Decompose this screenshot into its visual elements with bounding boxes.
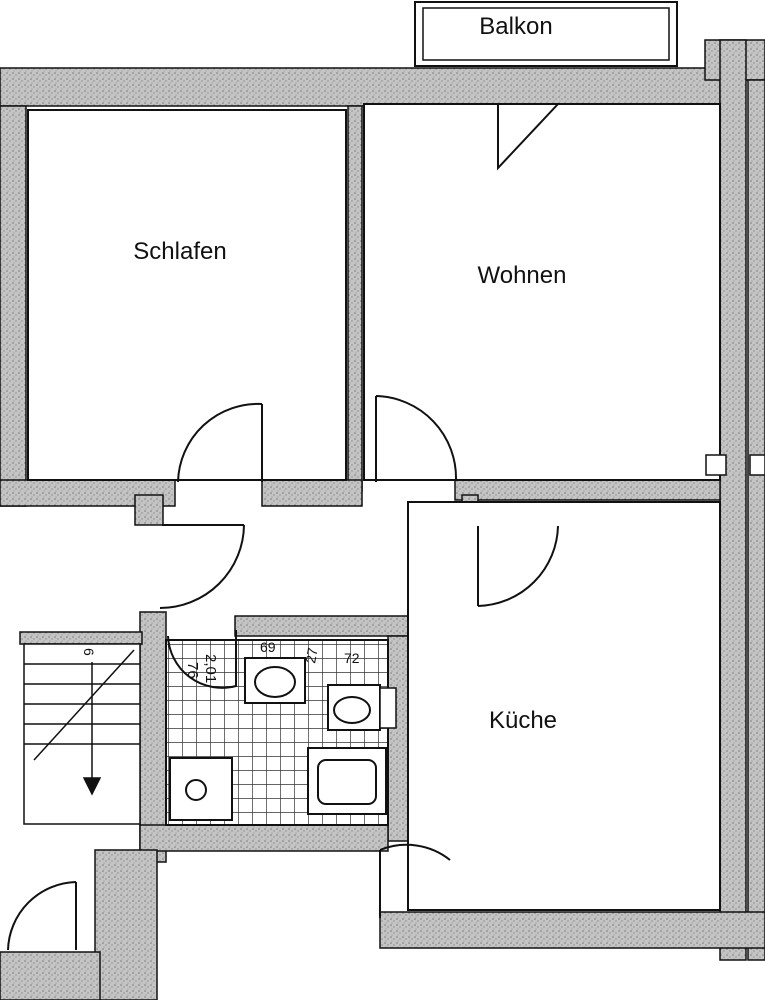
washer-icon — [307, 747, 387, 815]
room-label-kitchen: Küche — [489, 707, 557, 734]
room-kitchen — [407, 501, 721, 911]
chimney-icon-right — [749, 454, 765, 476]
door-bedroom — [177, 402, 263, 483]
door-bathroom — [167, 630, 237, 689]
balcony: Balkon — [414, 1, 678, 67]
door-living — [375, 395, 458, 482]
wall-stair-top — [19, 631, 143, 645]
chimney-icon-left — [705, 454, 727, 476]
wall-bottom — [379, 911, 765, 949]
rooms — [27, 103, 721, 911]
door-hall — [159, 524, 245, 609]
door-kitchen — [477, 525, 559, 607]
door-balcony — [497, 103, 559, 171]
shower-icon — [169, 757, 233, 821]
room-label-balcony: Balkon — [479, 13, 552, 40]
wall-bath-right — [387, 635, 409, 842]
room-living — [363, 103, 721, 481]
staircase: 6 — [23, 643, 141, 825]
bathroom: 76 2,01 69 27 72 — [165, 639, 397, 826]
wall-top — [0, 67, 721, 107]
walls — [0, 39, 765, 1000]
wall-bottom-left — [0, 951, 101, 1000]
dimension-label-201: 2,01 — [202, 654, 219, 683]
wall-middle — [347, 105, 363, 492]
sink-icon — [327, 684, 397, 731]
wall-right-edge — [747, 79, 765, 961]
dimension-label-27: 27 — [302, 646, 320, 664]
wall-right — [719, 39, 747, 961]
stair-well — [23, 643, 141, 825]
doors — [7, 103, 559, 951]
wall-hall-stub — [134, 494, 164, 526]
wall-left — [0, 105, 27, 507]
room-label-bedroom: Schlafen — [133, 238, 226, 265]
door-entrance — [7, 881, 77, 951]
room-bedroom — [27, 109, 347, 481]
toilet-icon — [244, 657, 306, 704]
room-label-living: Wohnen — [478, 262, 567, 289]
dimension-label-76: 76 — [184, 662, 201, 679]
door-lower-right — [379, 843, 451, 918]
wall-stair-right — [94, 849, 158, 1000]
wall-bath-bottom — [139, 824, 389, 852]
wall-living-bottom — [454, 479, 721, 501]
dimension-label-72: 72 — [344, 650, 360, 666]
wall-bedroom-bottom-right — [261, 479, 363, 507]
stair-mark: 6 — [81, 648, 97, 656]
dimension-label-69: 69 — [260, 639, 276, 655]
stair-arrow-icon — [82, 777, 102, 796]
